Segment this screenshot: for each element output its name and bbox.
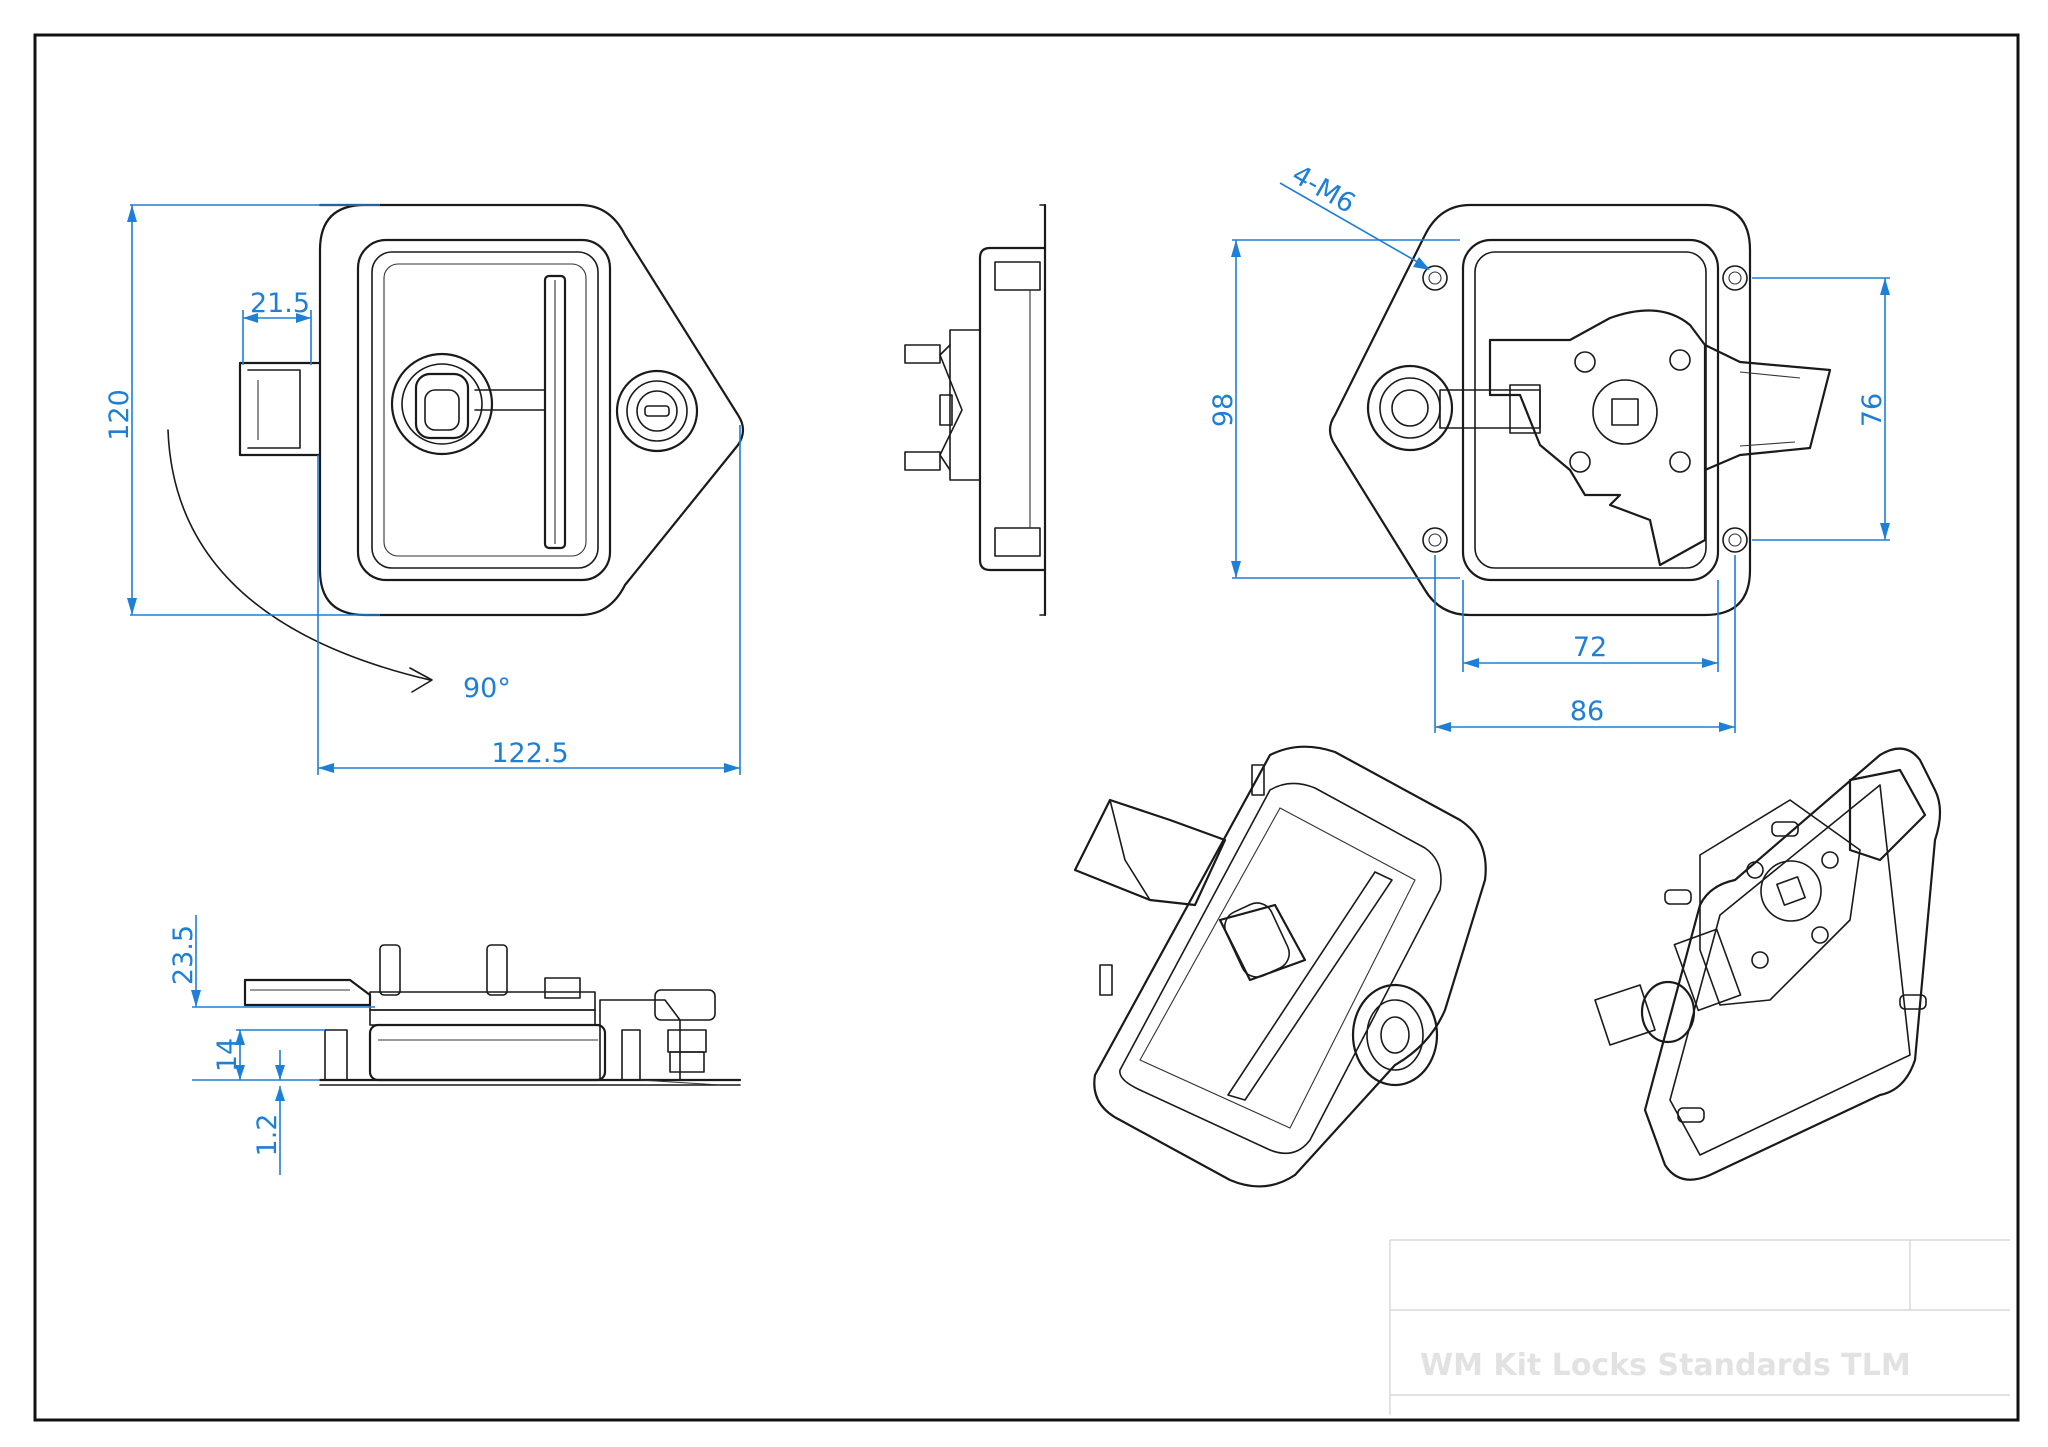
- bottom-view-dimensions: 23.5 14 1.2: [168, 915, 375, 1175]
- front-view: [167, 203, 745, 693]
- dim-rotation: 90°: [463, 673, 511, 704]
- dim-latch-height: 76: [1857, 393, 1888, 427]
- dim-hole-spacing-vertical: 98: [1208, 393, 1239, 427]
- watermark-text: WM Kit Locks Standards TLM: [1420, 1348, 1911, 1383]
- dim-thread-callout: 4-M6: [1287, 159, 1361, 220]
- dim-handle-offset: 21.5: [250, 288, 310, 319]
- bottom-side-view: [243, 944, 742, 1086]
- dim-hole-spacing-outer: 86: [1570, 696, 1604, 727]
- dim-side-height-body: 14: [212, 1038, 243, 1072]
- rear-view: [1328, 203, 1832, 617]
- drawing-border: [33, 33, 2020, 1422]
- title-block-watermark: WM Kit Locks Standards TLM: [1389, 1239, 2010, 1415]
- side-view: [904, 203, 1047, 617]
- dim-front-height: 120: [104, 389, 135, 441]
- isometric-rear-view: [1594, 747, 1942, 1181]
- isometric-front-view: [1073, 745, 1487, 1188]
- front-view-dimensions: 120 21.5 122.5 90°: [104, 204, 741, 775]
- dim-side-height-total: 23.5: [168, 925, 199, 985]
- dim-hole-spacing-inner: 72: [1573, 632, 1607, 663]
- rear-view-dimensions: 98 76 72 86 4-M6: [1208, 159, 1890, 733]
- dim-plate-thickness: 1.2: [252, 1114, 283, 1157]
- dim-total-width: 122.5: [491, 738, 568, 769]
